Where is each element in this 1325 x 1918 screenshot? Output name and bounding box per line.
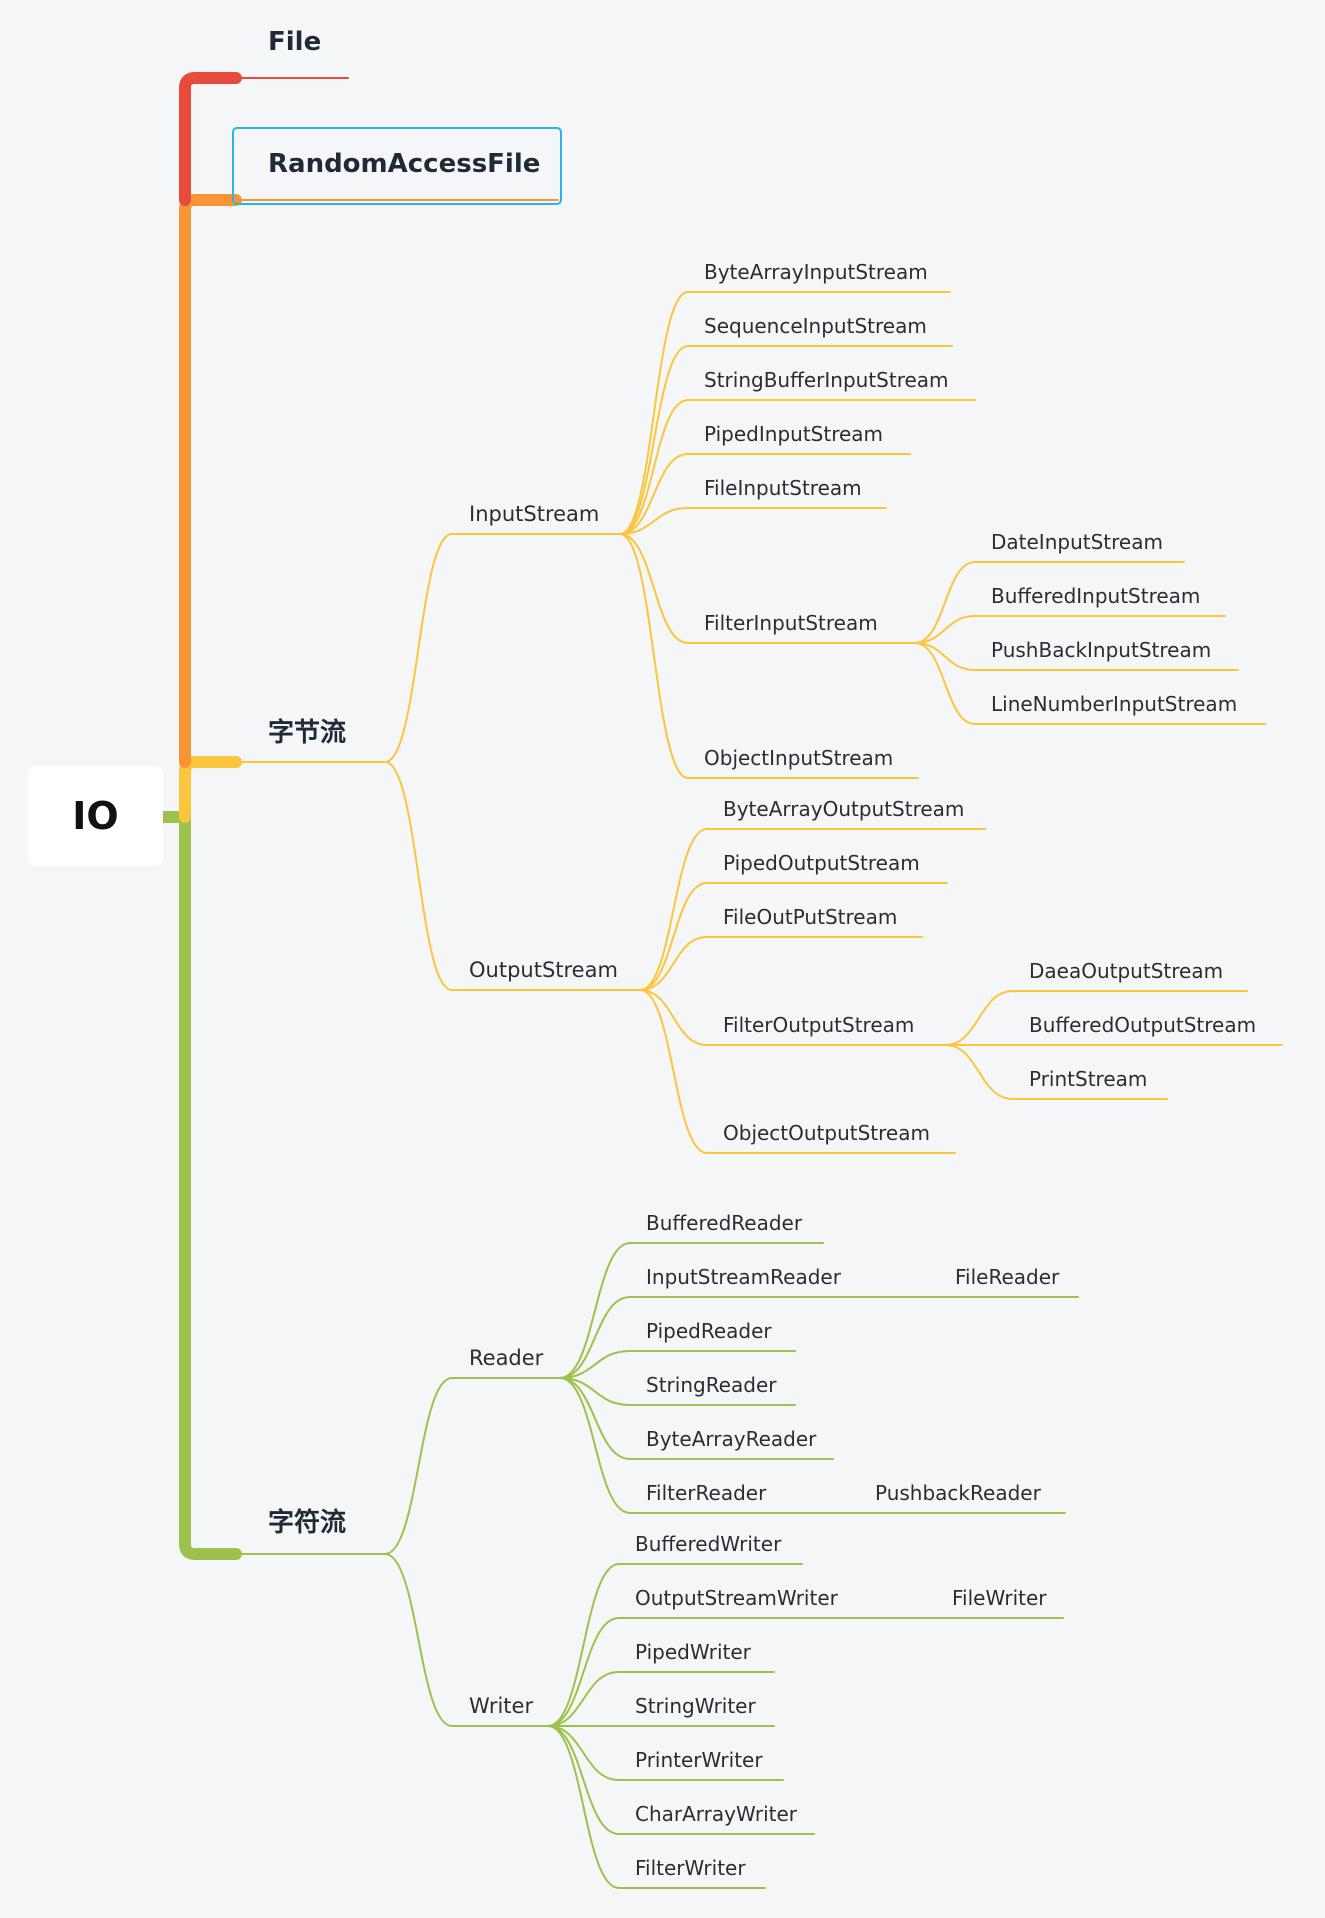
node-file-writer[interactable]: FileWriter (952, 1586, 1047, 1610)
edge-reader (559, 1350, 631, 1379)
edge-input-stream (619, 453, 689, 535)
node-filter-output-child[interactable]: DaeaOutputStream (1029, 959, 1224, 983)
edge-writer (547, 1725, 620, 1835)
branch-random-access-file[interactable]: RandomAccessFile (268, 149, 541, 179)
node-output-stream-child[interactable]: FileOutPutStream (723, 905, 898, 929)
edge-reader (559, 1296, 631, 1379)
edge-writer (547, 1671, 620, 1727)
edge-reader (559, 1377, 631, 1406)
edge-writer (547, 1725, 620, 1889)
node-reader-child[interactable]: PipedReader (646, 1319, 772, 1343)
node-input-stream-child[interactable]: ByteArrayInputStream (704, 260, 928, 284)
edge-output-stream (639, 989, 708, 1046)
edge-filter-input (914, 615, 976, 644)
node-filter-output-stream[interactable]: FilterOutputStream (723, 1013, 915, 1037)
node-reader-child[interactable]: InputStreamReader (646, 1265, 841, 1289)
edge-reader (559, 1377, 631, 1460)
edge-input-stream (619, 345, 689, 535)
edge-input-stream (619, 533, 689, 644)
selected-node-highlight (232, 127, 562, 205)
node-filter-output-child[interactable]: PrintStream (1029, 1067, 1148, 1091)
node-filter-input-child[interactable]: PushBackInputStream (991, 638, 1212, 662)
node-filter-input-stream[interactable]: FilterInputStream (704, 611, 878, 635)
edge-filter-input (914, 642, 976, 725)
branch-char-stream[interactable]: 字符流 (268, 1508, 347, 1538)
node-input-stream-child[interactable]: SequenceInputStream (704, 314, 927, 338)
edge-writer (547, 1563, 620, 1727)
node-reader-child[interactable]: FilterReader (646, 1481, 767, 1505)
edge-input-stream (619, 533, 689, 779)
edge-input-stream (619, 507, 689, 535)
node-writer-child[interactable]: OutputStreamWriter (635, 1586, 838, 1610)
branch-byte-stream[interactable]: 字节流 (268, 718, 347, 748)
node-reader[interactable]: Reader (469, 1346, 544, 1370)
edge-filter-output (944, 990, 1014, 1046)
node-output-stream-child[interactable]: PipedOutputStream (723, 851, 920, 875)
trunk-byte-stream (179, 756, 242, 823)
node-input-stream-child[interactable]: StringBufferInputStream (704, 368, 949, 392)
node-filter-output-child[interactable]: BufferedOutputStream (1029, 1013, 1257, 1037)
node-pushback-reader[interactable]: PushbackReader (875, 1481, 1041, 1505)
edge-output-stream (639, 828, 708, 991)
node-file-reader[interactable]: FileReader (955, 1265, 1060, 1289)
node-writer-child[interactable]: PrinterWriter (635, 1748, 763, 1772)
node-filter-input-child[interactable]: LineNumberInputStream (991, 692, 1238, 716)
edge-writer (547, 1617, 620, 1727)
trunk-char-stream (179, 811, 242, 1560)
node-filter-input-child[interactable]: DateInputStream (991, 530, 1163, 554)
node-writer-child[interactable]: FilterWriter (635, 1856, 746, 1880)
edge-filter-input (914, 642, 976, 671)
node-writer[interactable]: Writer (469, 1694, 534, 1718)
node-output-stream-child[interactable]: ByteArrayOutputStream (723, 797, 965, 821)
node-reader-child[interactable]: BufferedReader (646, 1211, 803, 1235)
edge-writer (547, 1725, 620, 1781)
edge-byte-stream (384, 533, 453, 763)
trunk-random-access (179, 194, 242, 768)
edge-reader (559, 1242, 631, 1379)
edge-output-stream (639, 989, 708, 1154)
edge-output-stream (639, 882, 708, 991)
node-input-stream-child[interactable]: ObjectInputStream (704, 746, 894, 770)
edge-output-stream (639, 936, 708, 991)
edge-char-stream (384, 1553, 453, 1727)
node-writer-child[interactable]: BufferedWriter (635, 1532, 782, 1556)
node-output-stream[interactable]: OutputStream (469, 958, 618, 982)
node-writer-child[interactable]: CharArrayWriter (635, 1802, 798, 1826)
node-input-stream-child[interactable]: PipedInputStream (704, 422, 884, 446)
trunk-file (179, 72, 242, 206)
node-output-stream-child[interactable]: ObjectOutputStream (723, 1121, 930, 1145)
node-filter-input-child[interactable]: BufferedInputStream (991, 584, 1201, 608)
node-reader-child[interactable]: ByteArrayReader (646, 1427, 817, 1451)
branch-file[interactable]: File (268, 27, 322, 57)
edge-filter-input (914, 561, 976, 644)
edge-input-stream (619, 399, 689, 535)
root-node[interactable]: IO (28, 766, 163, 866)
node-writer-child[interactable]: PipedWriter (635, 1640, 751, 1664)
edge-char-stream (384, 1377, 453, 1555)
node-reader-child[interactable]: StringReader (646, 1373, 777, 1397)
root-label: IO (72, 794, 119, 838)
edge-filter-output (944, 1044, 1014, 1100)
node-input-stream-child[interactable]: FileInputStream (704, 476, 862, 500)
node-writer-child[interactable]: StringWriter (635, 1694, 756, 1718)
edge-byte-stream (384, 761, 453, 991)
edge-reader (559, 1377, 631, 1514)
edge-input-stream (619, 291, 689, 535)
node-input-stream[interactable]: InputStream (469, 502, 600, 526)
